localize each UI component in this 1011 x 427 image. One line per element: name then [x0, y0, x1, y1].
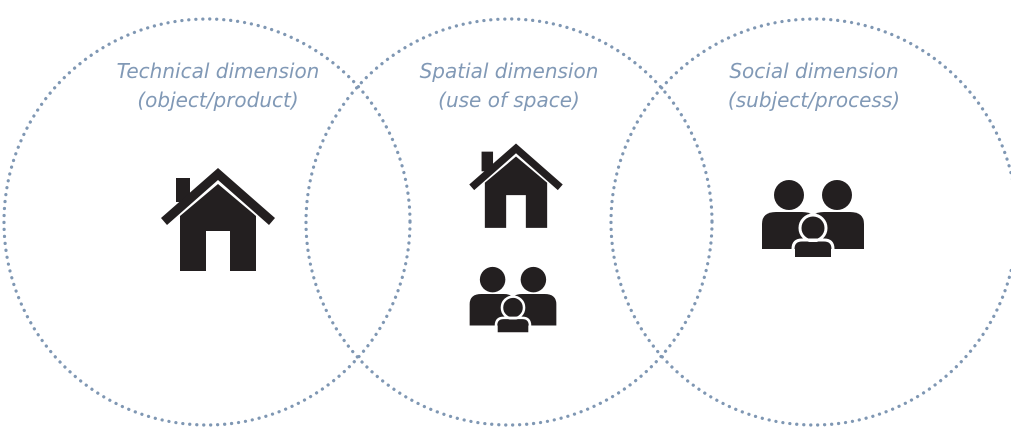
technical-circle [2, 17, 412, 427]
family-icon [468, 265, 558, 334]
spatial-dimension-subtitle: (use of space) [438, 88, 580, 112]
technical-dimension-subtitle: (object/product) [137, 88, 298, 112]
house-icon [469, 143, 563, 228]
spatial-dimension-group: Spatial dimension (use of space) [420, 59, 599, 334]
technical-dimension-title: Technical dimension [117, 59, 320, 83]
social-dimension-title: Social dimension [729, 59, 898, 83]
family-icon [760, 178, 866, 259]
social-dimension-group: Social dimension (subject/process) [728, 59, 900, 259]
spatial-circle [304, 17, 714, 427]
technical-dimension-group: Technical dimension (object/product) [117, 59, 320, 271]
house-icon [161, 168, 275, 271]
spatial-dimension-title: Spatial dimension [420, 59, 599, 83]
social-circle [609, 17, 1011, 427]
social-dimension-subtitle: (subject/process) [728, 88, 900, 112]
